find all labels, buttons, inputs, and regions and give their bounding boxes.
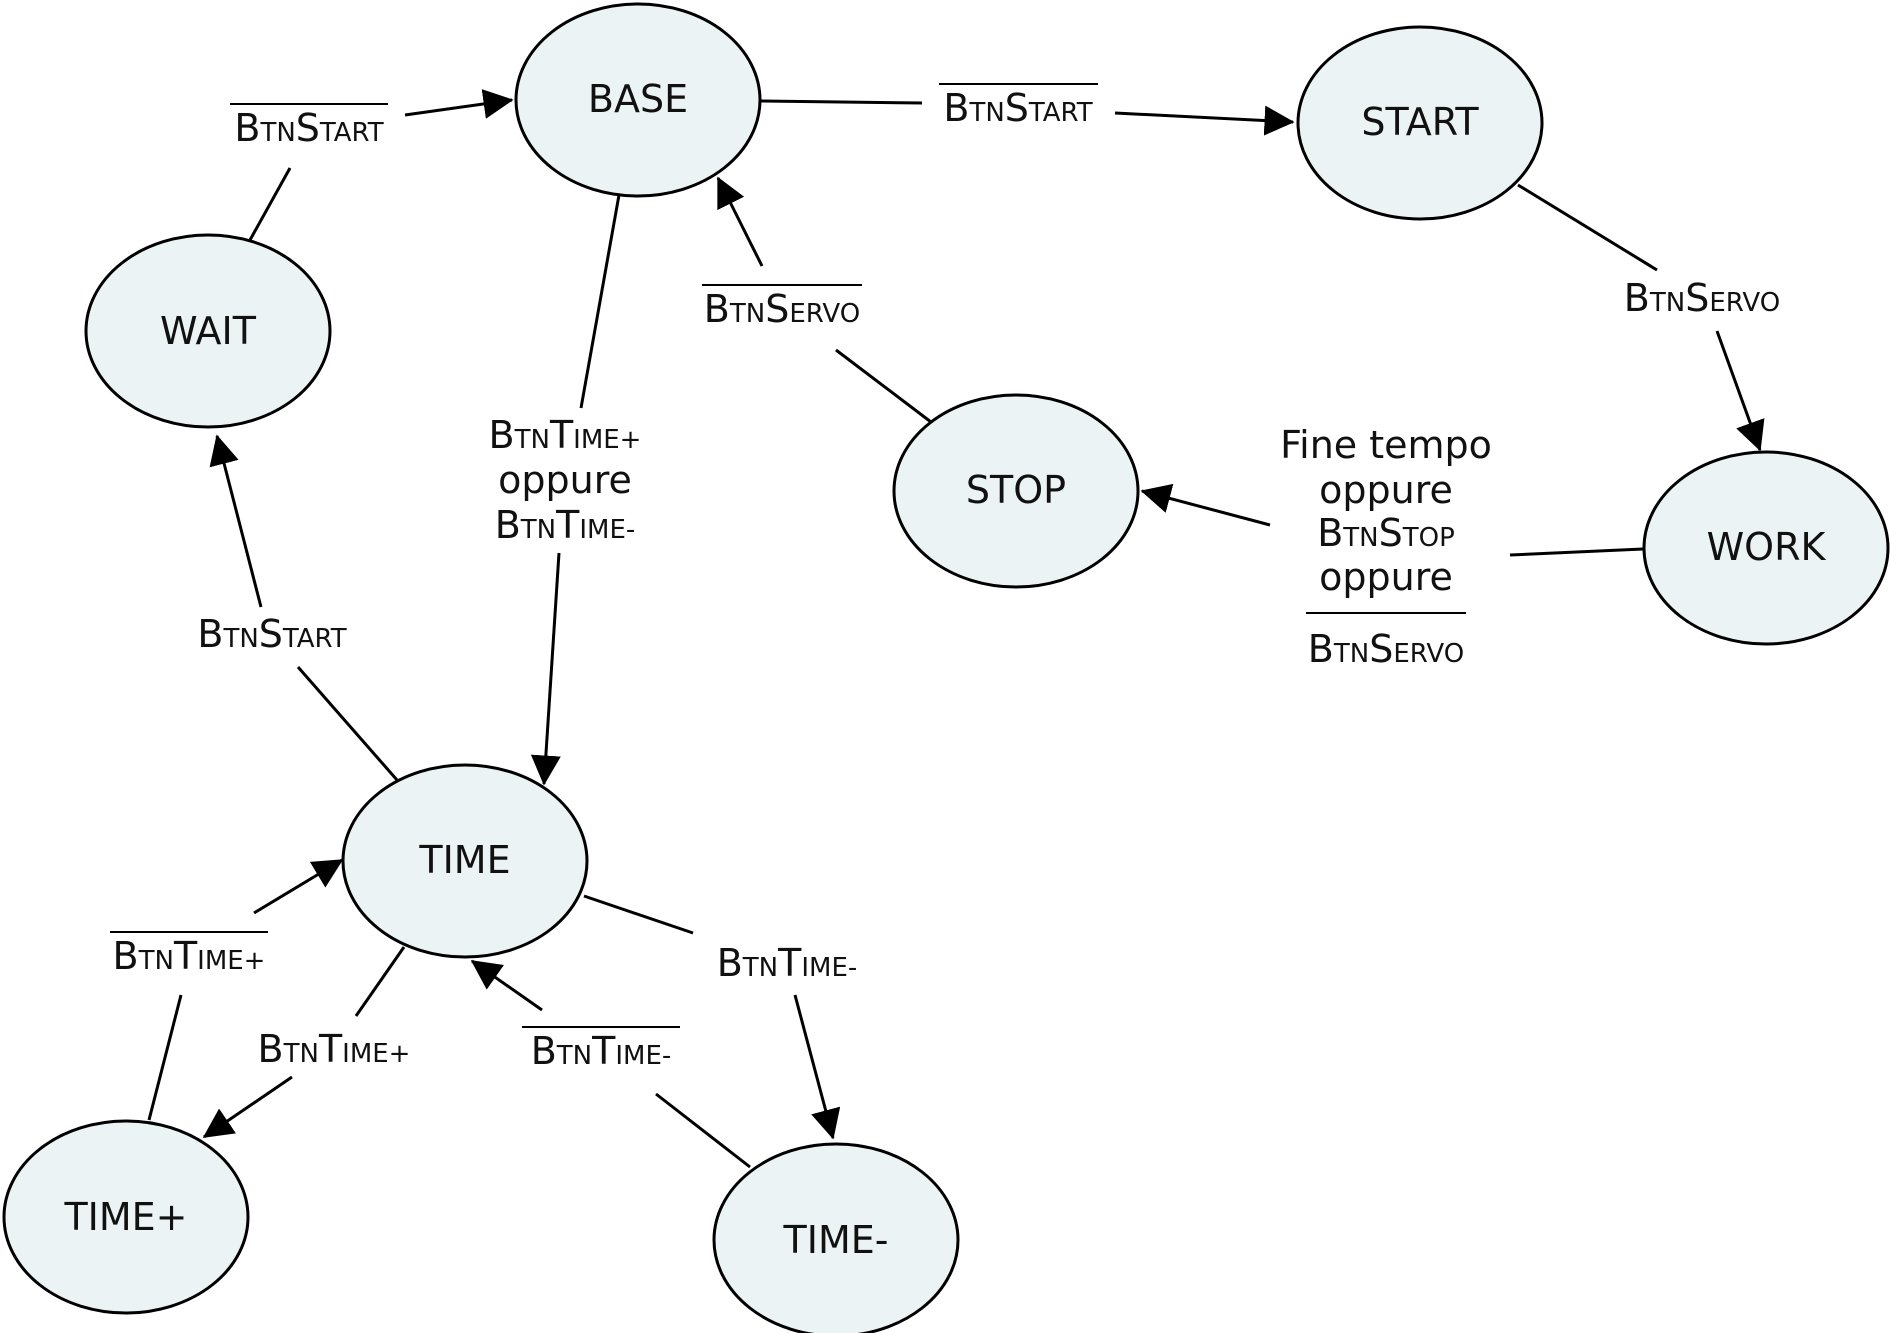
label-time-timeminus: BTNTIME- xyxy=(717,941,858,985)
label-timeplus-time: BTNTIME+ xyxy=(110,931,268,978)
label-base-time: BTNTIME+ oppure BTNTIME- xyxy=(489,413,642,547)
label-line-1: Fine tempo xyxy=(1280,423,1492,467)
label-stop-base: BTNSERVO xyxy=(702,284,862,331)
edge-timeplus-time xyxy=(147,858,344,1121)
state-time: TIME xyxy=(341,763,589,959)
edge-work-stop xyxy=(1140,483,1644,557)
label-text: BTNTIME+ xyxy=(258,1027,411,1071)
state-stop-label: STOP xyxy=(966,468,1066,512)
label-start-work: BTNSERVO xyxy=(1624,276,1780,320)
label-text: BTNSTART xyxy=(234,106,383,150)
state-time-minus: TIME- xyxy=(712,1142,960,1333)
label-line-2: oppure xyxy=(1319,468,1453,512)
edge-time-timeplus xyxy=(202,946,406,1139)
edge-time-timeminus xyxy=(583,894,841,1140)
state-time-label: TIME xyxy=(418,838,510,882)
edge-stop-base xyxy=(716,176,932,424)
state-start: START xyxy=(1296,25,1544,221)
label-time-timeplus: BTNTIME+ xyxy=(258,1027,411,1071)
label-line-2: oppure xyxy=(498,458,632,502)
edge-time-wait xyxy=(209,434,399,781)
state-wait: WAIT xyxy=(84,233,332,429)
label-line-3: BTNSTOP xyxy=(1317,511,1455,555)
state-wait-label: WAIT xyxy=(160,309,257,353)
edge-base-start xyxy=(759,99,1295,136)
edge-wait-base xyxy=(248,89,514,241)
edge-base-time xyxy=(530,194,621,786)
label-line-1: BTNTIME+ xyxy=(489,413,642,457)
label-text: BTNSERVO xyxy=(1624,276,1780,320)
label-text: BTNSERVO xyxy=(704,287,860,331)
label-base-start: BTNSTART xyxy=(939,83,1098,130)
label-text: BTNSTART xyxy=(197,612,346,656)
state-base: BASE xyxy=(514,2,762,198)
state-base-label: BASE xyxy=(588,77,688,121)
state-work: WORK xyxy=(1642,450,1890,646)
label-wait-base: BTNSTART xyxy=(230,103,388,150)
state-time-plus-label: TIME+ xyxy=(63,1195,187,1239)
label-line-4: oppure xyxy=(1319,555,1453,599)
label-text: BTNTIME- xyxy=(531,1029,672,1073)
label-work-stop: Fine tempo oppure BTNSTOP oppure BTNSERV… xyxy=(1280,423,1492,671)
state-time-plus: TIME+ xyxy=(2,1119,250,1315)
label-line-3: BTNTIME- xyxy=(495,503,636,547)
label-text: BTNTIME- xyxy=(717,941,858,985)
edge-timeminus-time xyxy=(470,959,751,1169)
state-stop: STOP xyxy=(892,393,1140,589)
edge-start-work xyxy=(1517,183,1765,452)
state-time-minus-label: TIME- xyxy=(783,1218,889,1262)
label-text: BTNTIME+ xyxy=(113,934,266,978)
state-work-label: WORK xyxy=(1707,525,1827,569)
label-text: BTNSTART xyxy=(943,86,1092,130)
label-line-5: BTNSERVO xyxy=(1308,627,1464,671)
label-time-wait: BTNSTART xyxy=(197,612,346,656)
label-timeminus-time: BTNTIME- xyxy=(522,1026,680,1073)
state-start-label: START xyxy=(1361,100,1479,144)
